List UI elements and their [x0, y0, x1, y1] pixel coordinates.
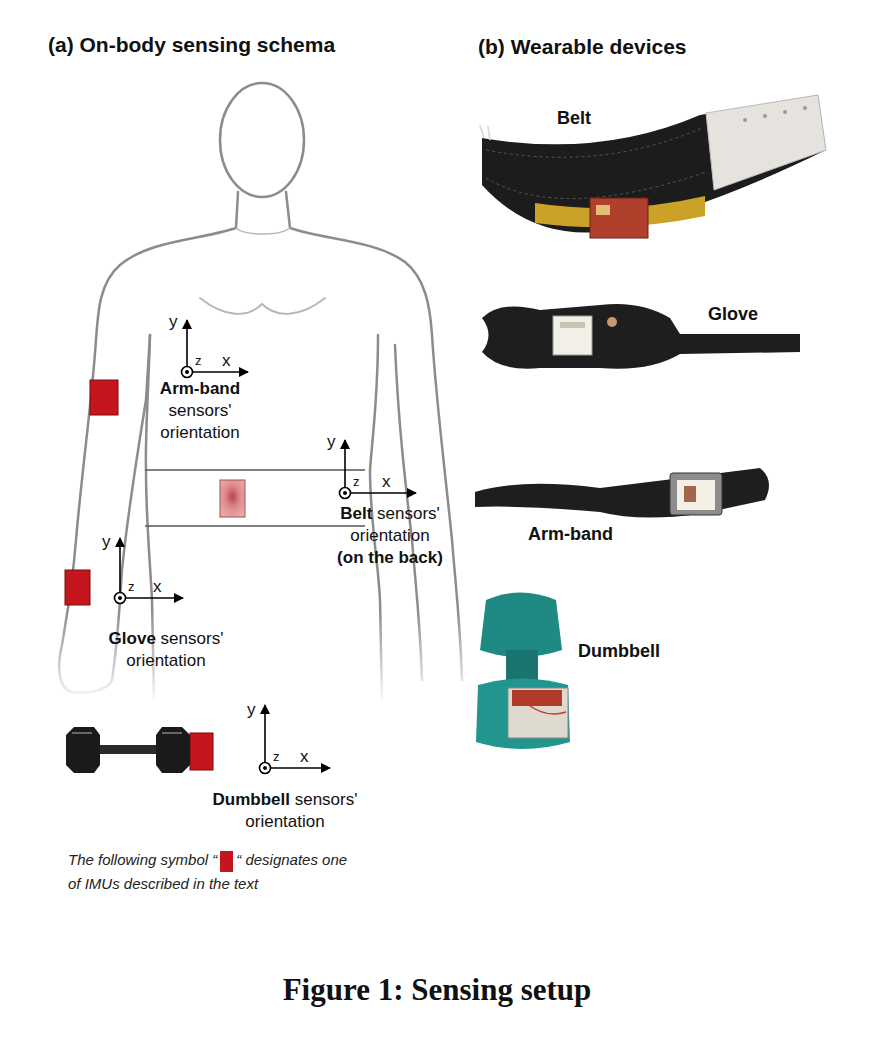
fade-overlay	[40, 610, 480, 705]
dumbbell-photo-part	[476, 679, 570, 750]
orientation-caption: Arm-bandsensors' orientation	[148, 378, 253, 444]
belt-photo-part-part	[783, 110, 787, 114]
axis-triad-part	[193, 371, 248, 373]
belt-photo-part	[480, 125, 490, 140]
belt-photo-part	[706, 95, 826, 190]
axis-label: y	[169, 312, 178, 332]
axis-triad-part	[119, 538, 121, 592]
glove-photo-part	[560, 322, 585, 328]
dumbbell-drawing	[66, 727, 190, 773]
axis-triad-part	[351, 492, 416, 494]
panel-heading: (b) Wearable devices	[478, 35, 687, 59]
belt-photo-part	[596, 205, 610, 215]
axis-label: x	[153, 577, 162, 597]
axis-triad-part	[340, 488, 351, 499]
armband-photo-part	[684, 486, 696, 502]
symbol-note: The following symbol ““ designates one o…	[68, 848, 358, 896]
dumbbell-photo-part	[508, 688, 568, 738]
belt-photo-part	[482, 95, 826, 233]
axis-triad-part	[182, 367, 193, 378]
device-label: Belt	[557, 108, 591, 129]
note-text: The following symbol “	[68, 851, 217, 868]
axis-triad-part	[118, 596, 122, 600]
device-name: Glove	[109, 628, 156, 650]
axis-label: x	[222, 351, 231, 371]
dumbbell-photo	[476, 593, 570, 750]
imu-symbol-part	[190, 733, 213, 770]
armband-photo-part	[670, 473, 722, 515]
dumbbell-photo-part	[480, 593, 562, 658]
armband-photo-part	[475, 468, 769, 518]
axis-label: y	[327, 432, 336, 452]
device-name: Dumbbell	[213, 789, 290, 811]
device-name: Belt	[340, 503, 372, 525]
belt-photo	[480, 95, 826, 238]
armband-photo	[475, 468, 769, 518]
imu-symbol-part	[65, 570, 90, 605]
axis-label: y	[102, 532, 111, 552]
body-outline-part	[220, 83, 304, 197]
body-outline-part	[200, 298, 325, 314]
panel-heading: (a) On-body sensing schema	[48, 33, 335, 57]
glove-photo	[482, 304, 800, 369]
belt-band-part	[145, 469, 365, 471]
orientation-caption: Beltsensors' orientation(on the back)	[325, 503, 455, 569]
glove-photo-part	[607, 317, 617, 327]
device-name: Arm-band	[148, 378, 253, 400]
figure-caption: Figure 1: Sensing setup	[0, 972, 874, 1008]
belt-band	[145, 470, 365, 526]
dumbbell-drawing-part	[156, 727, 190, 773]
orientation-caption: Dumbbellsensors' orientation	[199, 789, 371, 833]
axis-triad-part	[263, 766, 267, 770]
axis-label: x	[382, 472, 391, 492]
axis-triad-part	[271, 767, 330, 769]
axis-triad-part	[344, 440, 346, 487]
glove-photo-part	[553, 316, 592, 355]
body-outline-part	[236, 228, 290, 234]
axis-triad-part	[185, 370, 189, 374]
axis-triad	[115, 320, 417, 774]
axis-label: y	[247, 700, 256, 720]
armband-photo-part	[677, 480, 715, 510]
glove-photo-part	[482, 304, 800, 369]
axis-triad-part	[186, 320, 188, 366]
axis-triad-part	[115, 593, 126, 604]
orientation-text: sensors' orientation	[148, 400, 253, 444]
axis-triad-part	[264, 705, 266, 762]
dumbbell-drawing-part	[162, 732, 182, 734]
belt-photo-part	[486, 128, 702, 157]
belt-photo-part-part	[803, 106, 807, 110]
dumbbell-drawing-part	[66, 727, 100, 773]
axis-label: z	[195, 353, 202, 368]
imu-symbol	[220, 851, 233, 872]
axis-label: z	[353, 474, 360, 489]
device-label: Glove	[708, 304, 758, 325]
belt-photo-part	[590, 198, 648, 238]
device-label: Dumbbell	[578, 641, 660, 662]
belt-photo-part	[743, 106, 807, 122]
axis-label: z	[128, 579, 135, 594]
axis-label: x	[300, 747, 309, 767]
dumbbell-photo-part	[512, 690, 562, 706]
dumbbell-drawing-part	[92, 745, 164, 754]
axis-triad-part	[343, 491, 347, 495]
axis-triad-part	[260, 763, 271, 774]
axis-label: z	[273, 749, 280, 764]
dumbbell-photo-part	[530, 706, 566, 714]
axis-triad-part	[126, 597, 183, 599]
belt-photo-part-part	[763, 114, 767, 118]
dumbbell-drawing-part	[72, 732, 92, 734]
imu-symbol-part	[220, 480, 245, 517]
orientation-caption: Glovesensors' orientation	[96, 628, 236, 672]
belt-band-part	[145, 525, 365, 527]
device-name: (on the back)	[325, 547, 455, 569]
device-label: Arm-band	[528, 524, 613, 545]
imu-symbol-part	[90, 380, 118, 415]
body-outline	[59, 83, 462, 700]
belt-photo-part	[486, 172, 706, 199]
belt-photo-part-part	[743, 118, 747, 122]
